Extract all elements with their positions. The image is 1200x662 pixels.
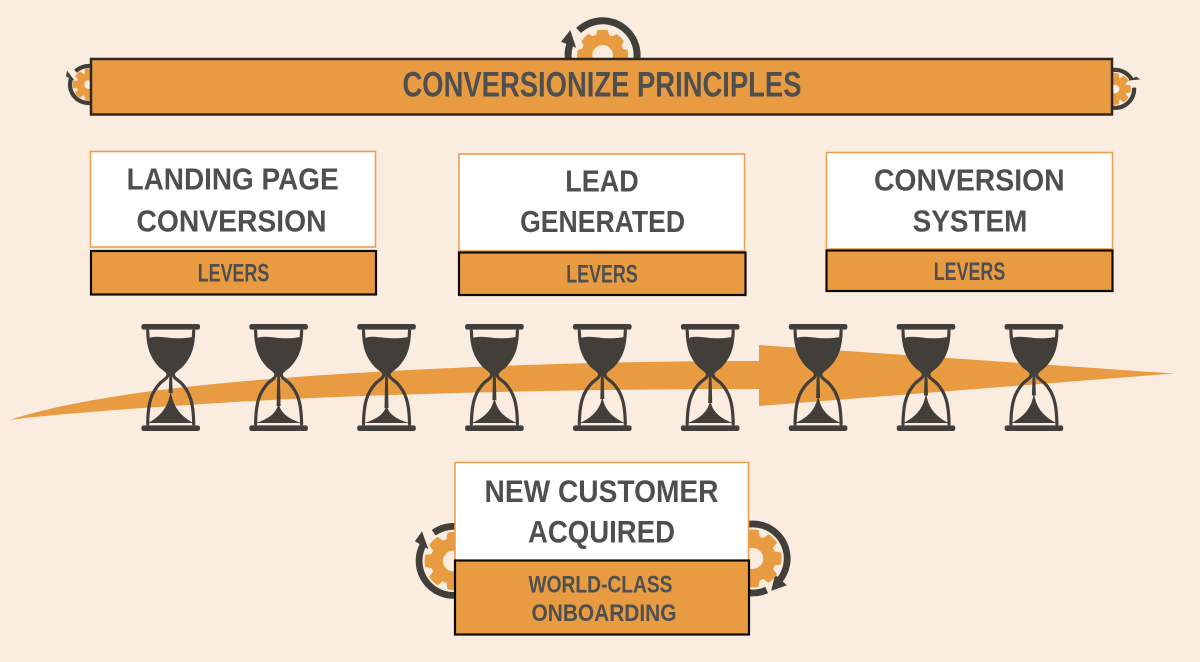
svg-text:LEVERS: LEVERS	[566, 261, 638, 289]
svg-text:ACQUIRED: ACQUIRED	[528, 514, 675, 550]
svg-text:NEW CUSTOMER: NEW CUSTOMER	[485, 473, 719, 509]
svg-text:ONBOARDING: ONBOARDING	[532, 600, 677, 627]
svg-text:LANDING PAGE: LANDING PAGE	[127, 162, 339, 196]
svg-text:LEVERS: LEVERS	[934, 258, 1006, 286]
svg-text:LEAD: LEAD	[565, 165, 639, 199]
svg-text:CONVERSION: CONVERSION	[137, 204, 327, 238]
svg-text:SYSTEM: SYSTEM	[913, 205, 1028, 239]
svg-text:WORLD-CLASS: WORLD-CLASS	[529, 571, 673, 598]
svg-text:GENERATED: GENERATED	[520, 205, 685, 239]
svg-text:CONVERSIONIZE PRINCIPLES: CONVERSIONIZE PRINCIPLES	[403, 66, 802, 105]
svg-text:CONVERSION: CONVERSION	[874, 164, 1065, 198]
svg-text:LEVERS: LEVERS	[198, 260, 270, 288]
